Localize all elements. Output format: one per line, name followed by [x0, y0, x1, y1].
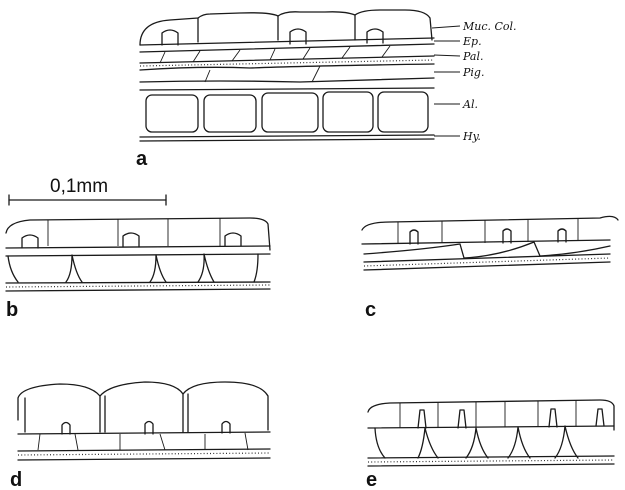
- layer-label-aleurone: Al.: [462, 98, 478, 111]
- panel-letter-d: d: [10, 469, 22, 490]
- panel-letter-a: a: [136, 148, 148, 170]
- panel-letter-c: c: [365, 299, 376, 321]
- layer-label-pigment: Pig.: [462, 66, 484, 79]
- panel-d-drawing: [18, 382, 270, 460]
- layer-label-mucilage-column: Muc. Col.: [462, 20, 517, 33]
- panel-a-label-leaders: [432, 26, 460, 136]
- scale-bar-label: 0,1mm: [50, 176, 108, 197]
- layer-label-epidermis: Ep.: [462, 35, 482, 48]
- panel-c-drawing: [362, 216, 618, 270]
- layer-label-hyaline: Hy.: [462, 130, 481, 143]
- panel-e-drawing: [368, 400, 614, 466]
- layer-label-palisade: Pal.: [462, 50, 483, 63]
- panel-letter-b: b: [6, 299, 18, 321]
- panel-a-drawing: [140, 10, 434, 141]
- panel-letter-e: e: [366, 469, 377, 490]
- panel-b-drawing: [6, 218, 270, 291]
